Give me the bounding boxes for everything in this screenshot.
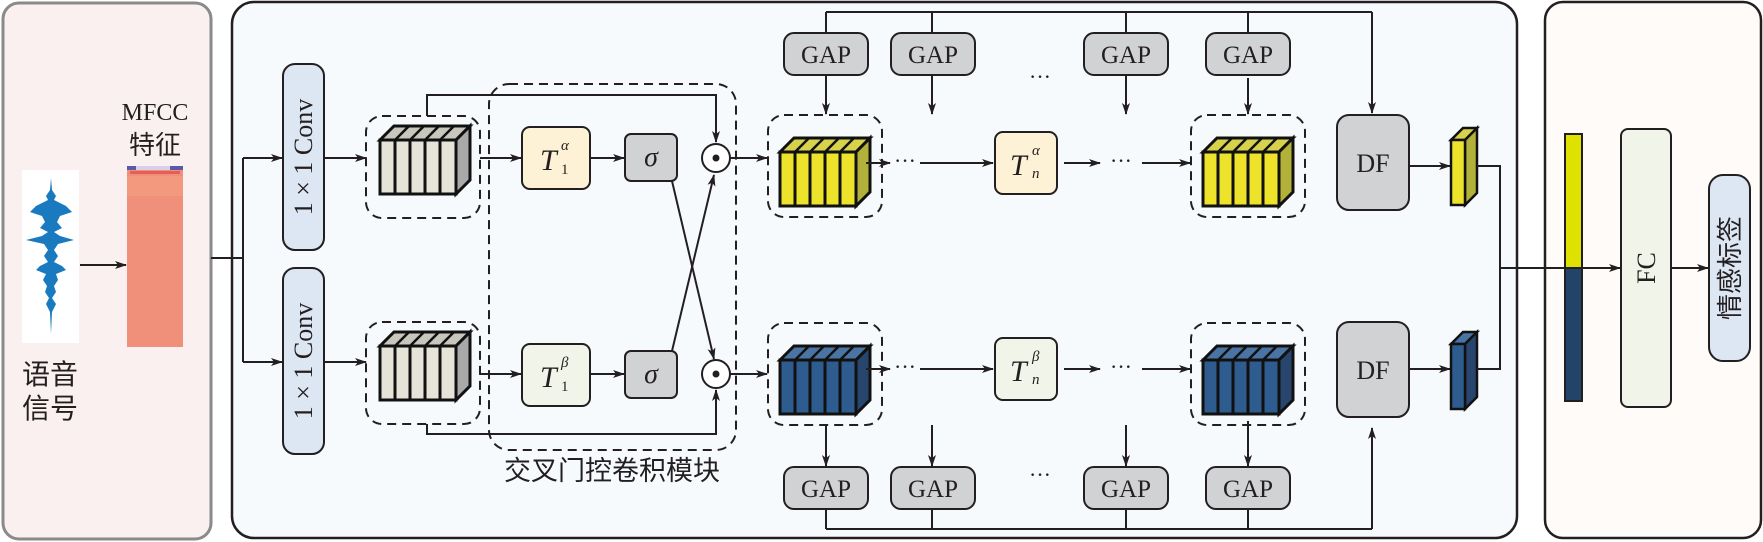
gate-tn-beta: T β n: [994, 337, 1058, 401]
gap-top-1: GAP: [783, 32, 869, 76]
svg-text:T: T: [1010, 149, 1029, 182]
svg-text:n: n: [1032, 166, 1040, 182]
conv-top-label: 1 × 1 Conv: [289, 99, 318, 216]
speech-label-line2: 信号: [22, 392, 78, 425]
gap-top-ellipsis: ···: [1029, 64, 1051, 89]
emotion-label-output: 情感标签: [1708, 174, 1751, 362]
backbone-panel: [230, 0, 1519, 540]
svg-text:GAP: GAP: [801, 42, 851, 69]
feature-cube-bottom-initial: [378, 330, 472, 402]
sigma-bottom: σ: [624, 350, 678, 399]
df-top: DF: [1336, 114, 1410, 211]
svg-text:T: T: [1010, 355, 1029, 388]
svg-text:β: β: [560, 355, 569, 371]
feature-cube-yellow-n: [1201, 136, 1295, 208]
gate-t1-alpha: T α 1: [521, 126, 591, 190]
svg-text:GAP: GAP: [908, 42, 958, 69]
svg-text:β: β: [1031, 349, 1040, 365]
feature-group-top-initial: [365, 115, 481, 219]
mfcc-label-line2: 特征: [129, 131, 181, 161]
svg-text:DF: DF: [1356, 149, 1389, 178]
svg-text:DF: DF: [1356, 356, 1389, 385]
vector-blue: [1447, 328, 1481, 413]
gap-bottom-1: GAP: [783, 466, 869, 510]
feature-cube-yellow-1: [778, 136, 872, 208]
cross-gating-lines: [671, 174, 716, 360]
bottom-gap-bus: [822, 421, 1376, 530]
gap-bottom-3: GAP: [1083, 466, 1169, 510]
sigma-top: σ: [624, 133, 678, 182]
svg-text:GAP: GAP: [801, 476, 851, 503]
feature-cube-blue-1: [778, 344, 872, 416]
svg-text:GAP: GAP: [1223, 476, 1273, 503]
svg-text:1: 1: [561, 162, 569, 178]
svg-text:T: T: [540, 144, 559, 177]
gap-bottom-2: GAP: [890, 466, 976, 510]
svg-text:GAP: GAP: [1223, 42, 1273, 69]
gap-bottom-4: GAP: [1205, 466, 1291, 510]
gap-top-4: GAP: [1205, 32, 1291, 76]
svg-text:σ: σ: [644, 142, 659, 173]
svg-text:GAP: GAP: [908, 476, 958, 503]
df-bottom: DF: [1336, 321, 1410, 418]
svg-text:1: 1: [561, 379, 569, 395]
hadamard-top: [701, 143, 731, 173]
hadamard-bottom: [701, 359, 731, 389]
gap-top-2: GAP: [890, 32, 976, 76]
feature-cube-blue-n: [1201, 344, 1295, 416]
svg-text:n: n: [1032, 372, 1040, 388]
conv-bottom-label: 1 × 1 Conv: [289, 303, 318, 420]
top-gap-bus: [822, 11, 1376, 115]
svg-text:α: α: [561, 138, 570, 154]
flow-ellipsis-bottom-1: ···: [894, 354, 916, 379]
fc-layer: FC: [1620, 128, 1672, 408]
svg-text:GAP: GAP: [1101, 476, 1151, 503]
flow-ellipsis-top-1: ···: [894, 148, 916, 173]
svg-text:T: T: [540, 361, 559, 394]
concat-connector: [1477, 165, 1621, 370]
fc-label: FC: [1632, 252, 1661, 284]
skip-connections: [426, 94, 720, 435]
mfcc-spectrogram: [127, 166, 183, 347]
svg-text:GAP: GAP: [1101, 42, 1151, 69]
svg-text:α: α: [1032, 143, 1041, 159]
speech-waveform: [22, 170, 79, 343]
mfcc-label-line1: MFCC: [122, 100, 189, 126]
module-caption: 交叉门控卷积模块: [504, 456, 720, 487]
flow-ellipsis-top-2: ···: [1110, 148, 1132, 173]
gap-bottom-ellipsis: ···: [1029, 462, 1051, 487]
gap-top-3: GAP: [1083, 32, 1169, 76]
svg-text:σ: σ: [644, 359, 659, 390]
feature-group-top-n: [1190, 114, 1306, 218]
input-split-connector: [211, 154, 283, 366]
conv-bottom: 1 × 1 Conv: [282, 267, 325, 455]
speech-label-line1: 语音: [22, 358, 78, 391]
gate-t1-beta: T β 1: [521, 343, 591, 407]
vector-yellow: [1447, 124, 1481, 209]
output-label: 情感标签: [1716, 216, 1746, 320]
input-panel: [1, 1, 213, 541]
flow-ellipsis-bottom-2: ···: [1110, 354, 1132, 379]
conv-top: 1 × 1 Conv: [282, 63, 325, 251]
feature-cube-top-initial: [378, 124, 472, 196]
gate-tn-alpha: T α n: [994, 131, 1058, 195]
concat-vector: [1564, 133, 1583, 402]
cross-gated-module-box: [488, 83, 737, 451]
